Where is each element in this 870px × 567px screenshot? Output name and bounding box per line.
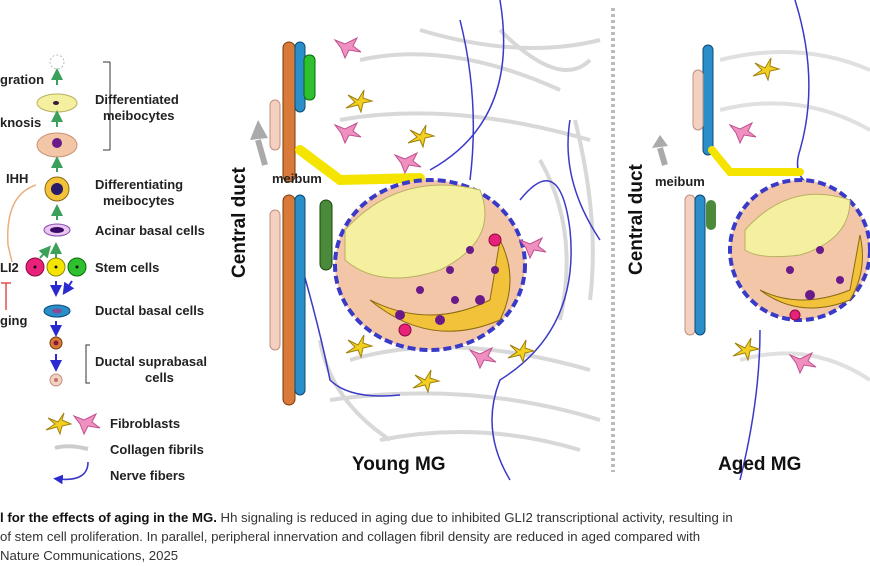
pyknosis-label: knosis: [0, 115, 41, 130]
differentiating-label-2: meibocytes: [103, 193, 175, 208]
differentiated-label: Differentiated: [95, 92, 179, 107]
acinar-basal-label: Acinar basal cells: [95, 223, 205, 238]
caption-line-1: Hh signaling is reduced in aging due to …: [216, 510, 733, 525]
aged-gland: [728, 178, 870, 322]
gli2-label: LI2: [0, 260, 19, 275]
young-mg-panel: meibum Central duct Young MG: [229, 0, 601, 481]
caption-line-2: of stem cell proliferation. In parallel,…: [0, 529, 701, 544]
meibum-label-aged: meibum: [655, 174, 705, 189]
acinar-basal-cell-icon: [50, 227, 64, 233]
caption-title: l for the effects of aging in the MG.: [0, 510, 217, 525]
lineage-legend: gration knosis Differentiated meibocytes…: [0, 54, 207, 485]
differentiated-label-2: meibocytes: [103, 108, 175, 123]
fibroblast-pink-icon: [72, 412, 101, 436]
nerve-label: Nerve fibers: [110, 468, 185, 483]
collagen-label: Collagen fibrils: [110, 442, 204, 457]
caption-source: Nature Communications, 2025: [0, 548, 179, 563]
meibum-flow-arrow-aged: [657, 147, 668, 166]
young-gland: [333, 178, 527, 352]
fibroblasts-label: Fibroblasts: [110, 416, 180, 431]
aging-label: ging: [0, 313, 27, 328]
ductal-suprabasal-label: Ductal suprabasal: [95, 354, 207, 369]
central-duct-label-aged: Central duct: [626, 163, 647, 275]
fibroblasts-aged: [728, 57, 817, 375]
ihh-label: IHH: [6, 171, 28, 186]
aged-mg-panel: meibum Central duct Aged MG: [626, 0, 870, 481]
nerve-fiber-icon: [53, 461, 89, 485]
differentiating-label: Differentiating: [95, 177, 183, 192]
migration-label: gration: [0, 72, 44, 87]
mg-aging-diagram: gration knosis Differentiated meibocytes…: [0, 0, 870, 485]
fibroblasts-young: [333, 36, 547, 394]
young-mg-title: Young MG: [352, 454, 446, 475]
dying-cell-icon: [49, 54, 65, 70]
figure-caption: l for the effects of aging in the MG. Hh…: [0, 508, 870, 565]
meibum-flow-arrow: [255, 139, 268, 166]
central-duct-label-young: Central duct: [229, 166, 250, 278]
collagen-fibrils: [318, 28, 601, 452]
meibum-label-young: meibum: [272, 171, 322, 186]
aged-mg-title: Aged MG: [718, 454, 801, 475]
stem-cells-label: Stem cells: [95, 260, 159, 275]
collagen-fibril-icon: [54, 444, 89, 451]
nerve-fibers: [299, 0, 601, 481]
fibroblast-yellow-icon: [45, 412, 73, 436]
central-duct-young: [269, 41, 425, 406]
ductal-suprabasal-label-2: cells: [145, 370, 174, 385]
ductal-basal-label: Ductal basal cells: [95, 303, 204, 318]
central-duct-aged: [684, 44, 804, 336]
